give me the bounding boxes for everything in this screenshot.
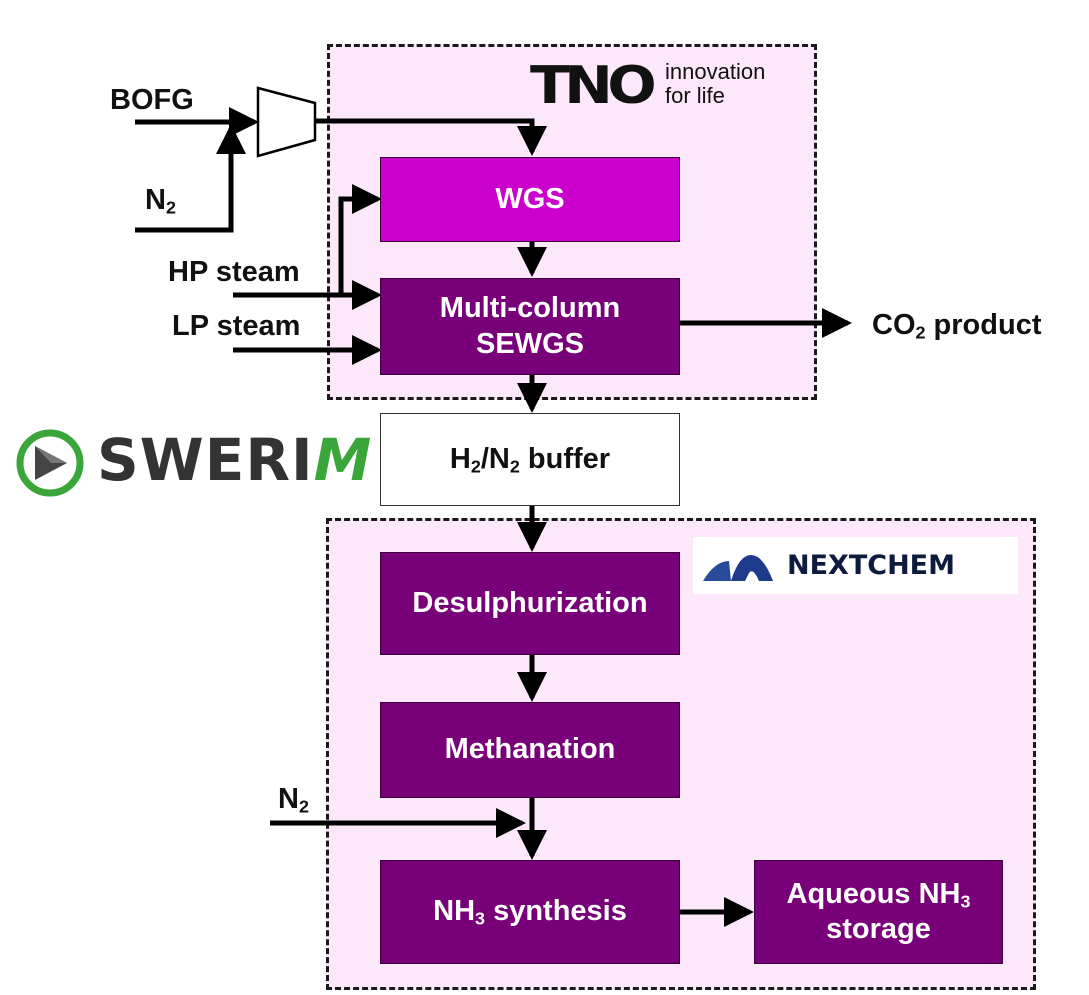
tno-tagline: innovation for life <box>665 60 765 108</box>
sewgs-label-line1: Multi-column <box>439 292 621 325</box>
aqueous-storage-block: Aqueous NH3 storage <box>754 860 1003 964</box>
swerim-wordmark: SWERIM <box>97 431 372 489</box>
sewgs-block: Multi-column SEWGS <box>380 278 680 375</box>
nh3-synthesis-block: NH3 synthesis <box>380 860 680 964</box>
n2-top-label: N2 <box>145 184 176 218</box>
nextchem-wordmark: NEXTCHEM <box>787 550 955 581</box>
nextchem-emblem-icon <box>703 555 773 581</box>
nh3-sub: 3 <box>475 908 486 929</box>
hp-steam-label: HP steam <box>168 256 300 288</box>
lp-steam-label: LP steam <box>172 310 301 342</box>
co2-product-label: CO2 product <box>872 309 1042 343</box>
nextchem-logo: NEXTCHEM <box>693 537 1018 594</box>
swerim-logo: SWERIM <box>15 425 371 500</box>
wgs-label: WGS <box>495 182 565 215</box>
co2-sub: 2 <box>915 322 926 343</box>
buffer-slash-n: /N <box>480 442 510 475</box>
wgs-block: WGS <box>380 157 680 242</box>
bofg-label: BOFG <box>110 84 194 116</box>
methanation-label: Methanation <box>444 733 616 766</box>
methanation-block: Methanation <box>380 702 680 798</box>
swerim-word-accent: M <box>313 426 373 494</box>
hp-steam-branch <box>338 184 383 295</box>
n2-top-line <box>135 123 246 233</box>
nh3-post: synthesis <box>485 895 627 928</box>
n2-bottom-sub: 2 <box>298 796 309 817</box>
aqueous-label-line2: storage <box>826 913 931 945</box>
n2-top-sub: 2 <box>165 197 176 218</box>
co2-post: product <box>925 309 1042 341</box>
compressor-to-wgs <box>315 118 547 157</box>
buffer-label: H2/N2 buffer <box>450 442 610 477</box>
nh3-synthesis-label: NH3 synthesis <box>433 894 627 929</box>
compressor-icon <box>256 86 317 158</box>
buffer-h-sub: 2 <box>470 456 481 477</box>
desulphurization-block: Desulphurization <box>380 552 680 655</box>
aqueous-label-line1: Aqueous NH3 <box>787 877 971 912</box>
tno-tagline-line2: for life <box>665 83 725 108</box>
tno-tagline-line1: innovation <box>665 59 766 84</box>
desulphurization-label: Desulphurization <box>412 586 648 619</box>
co2-pre: CO <box>872 309 916 341</box>
sewgs-label-line2: SEWGS <box>476 327 584 360</box>
aqueous-pre: Aqueous NH <box>786 877 961 910</box>
swerim-emblem-icon <box>16 429 84 497</box>
n2-bottom-label: N2 <box>278 783 309 817</box>
tno-wordmark: TNO <box>530 56 657 116</box>
n2-bottom-base: N <box>278 783 299 815</box>
buffer-h: H <box>449 442 471 475</box>
aqueous-sub: 3 <box>960 891 971 912</box>
tno-logo: TNO innovation for life <box>530 58 810 114</box>
buffer-block: H2/N2 buffer <box>380 413 680 506</box>
buffer-rest: buffer <box>519 442 611 475</box>
nh3-pre: NH <box>433 895 476 928</box>
n2-top-base: N <box>145 184 166 216</box>
swerim-word-main: SWERI <box>97 426 314 494</box>
buffer-n-sub: 2 <box>509 456 520 477</box>
